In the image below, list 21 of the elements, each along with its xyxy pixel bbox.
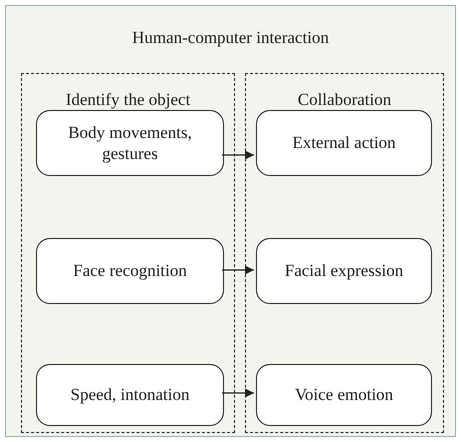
dashed-group-box — [21, 73, 235, 433]
arrow — [222, 388, 254, 398]
box-label: Face recognition — [72, 260, 188, 282]
box-label: External action — [291, 132, 397, 154]
box-label: Speed, intonation — [70, 384, 190, 406]
arrow — [222, 265, 254, 275]
process-box — [256, 364, 432, 426]
process-box — [36, 364, 224, 426]
dashed-group-box — [245, 73, 444, 433]
box-label: Facial expression — [284, 260, 404, 282]
group-heading: Identify the object — [66, 90, 190, 110]
process-box — [256, 238, 432, 304]
panel-background — [5, 5, 456, 437]
arrow — [222, 150, 254, 160]
process-box — [36, 110, 224, 176]
group-heading: Collaboration — [298, 90, 392, 110]
box-label: Body movements, gestures — [67, 122, 193, 164]
box-label: Voice emotion — [294, 384, 394, 406]
panel-heading: Human-computer interaction — [132, 28, 329, 48]
process-box — [36, 238, 224, 304]
process-box — [256, 110, 432, 176]
